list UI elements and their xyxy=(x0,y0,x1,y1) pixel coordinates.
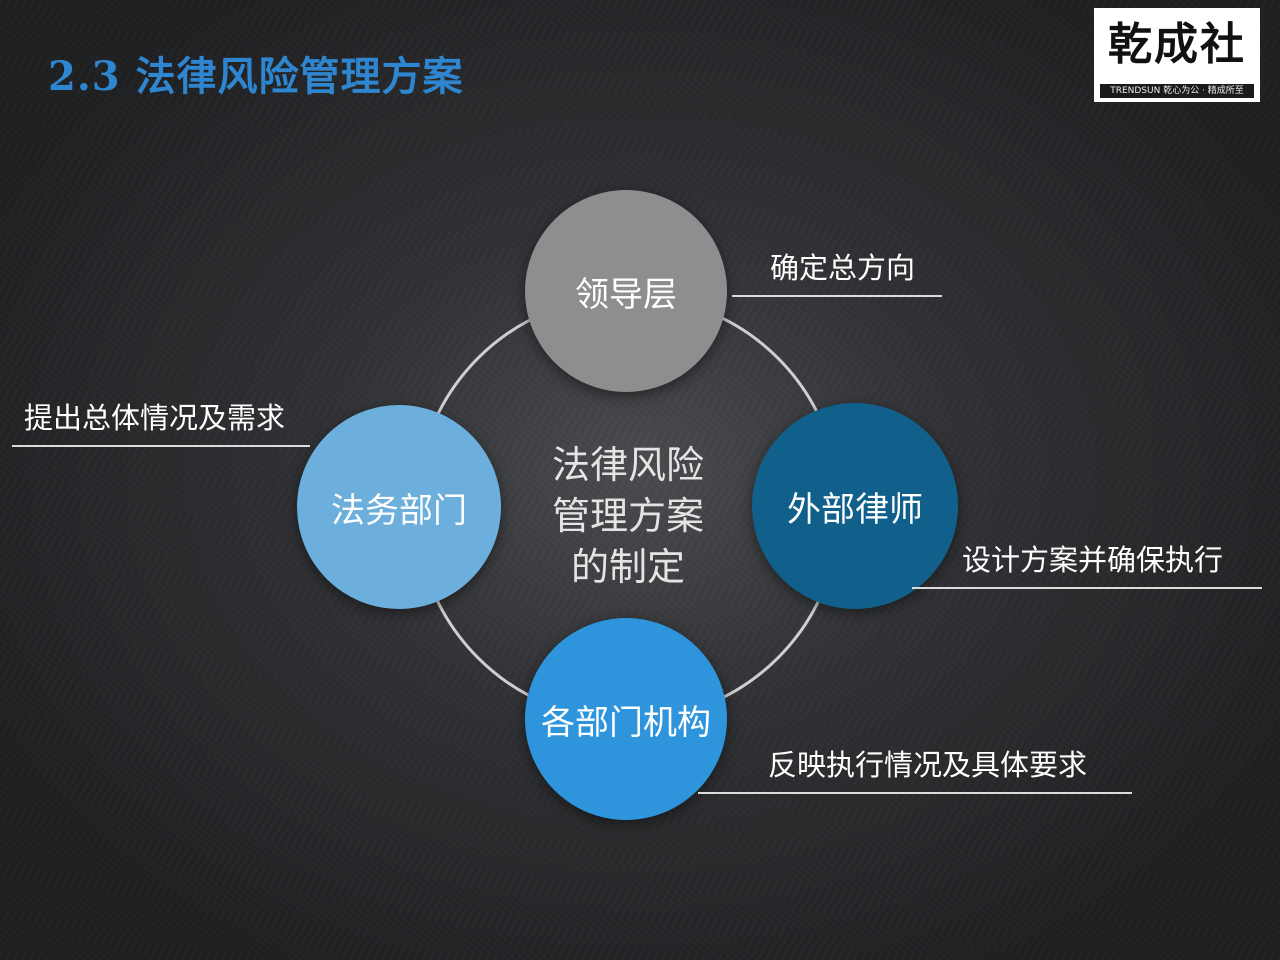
note-departments-rule xyxy=(698,792,1132,794)
note-legal-dept: 提出总体情况及需求 xyxy=(24,401,286,435)
note-legal-dept-rule xyxy=(12,445,310,447)
node-leader: 领导层 xyxy=(525,190,727,392)
note-external-lawyer-rule xyxy=(912,587,1262,589)
logo-tagline: TRENDSUN 乾心为公 · 精成所至 xyxy=(1100,84,1254,98)
center-caption-line-3: 的制定 xyxy=(570,545,685,589)
node-departments: 各部门机构 xyxy=(525,618,727,820)
node-leader-label: 领导层 xyxy=(575,274,677,315)
logo: 乾成社 TRENDSUN 乾心为公 · 精成所至 xyxy=(1094,8,1260,102)
center-caption: 法律风险 管理方案 的制定 xyxy=(528,440,728,593)
logo-brand-text: 乾成社 xyxy=(1108,19,1246,70)
node-external-lawyer: 外部律师 xyxy=(752,403,958,609)
note-leader: 确定总方向 xyxy=(770,251,916,285)
node-legal-dept: 法务部门 xyxy=(297,405,501,609)
node-external-lawyer-label: 外部律师 xyxy=(787,489,923,530)
node-legal-dept-label: 法务部门 xyxy=(331,490,467,531)
center-caption-line-1: 法律风险 xyxy=(551,443,704,487)
page-title: 2.3 法律风险管理方案 xyxy=(48,53,464,100)
note-departments: 反映执行情况及具体要求 xyxy=(768,748,1088,782)
note-leader-rule xyxy=(732,295,942,297)
node-departments-label: 各部门机构 xyxy=(541,702,711,743)
center-caption-line-2: 管理方案 xyxy=(551,494,704,538)
note-external-lawyer: 设计方案并确保执行 xyxy=(962,543,1224,577)
